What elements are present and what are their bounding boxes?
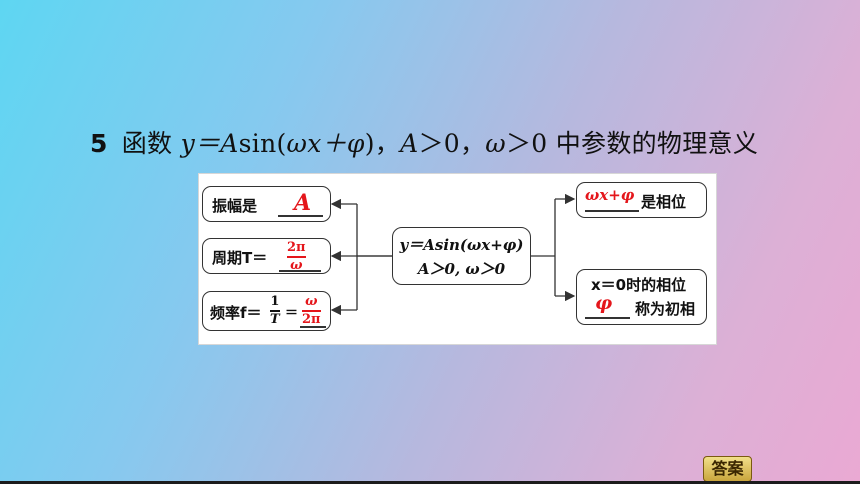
- initial-phase-line1: x＝0时的相位: [591, 276, 687, 294]
- title-cond-w-rest: ＞0: [505, 129, 556, 158]
- bottom-border: [0, 481, 860, 484]
- initial-phase-box: x＝0时的相位 φ 称为初相: [576, 269, 707, 325]
- slide-title: 5 函数 y＝Asin(ωx＋φ)，A＞0，ω＞0 中参数的物理意义: [90, 124, 758, 160]
- period-answer-denominator: ω: [290, 257, 303, 273]
- frequency-fraction-numerator: 1: [270, 294, 280, 309]
- amplitude-blank: [278, 215, 323, 217]
- title-formula-inner: ωx＋φ: [286, 129, 365, 158]
- title-formula-close: )，: [364, 129, 401, 158]
- title-formula-pre: y＝A: [180, 129, 239, 158]
- period-box: 周期T＝ 2π ω: [202, 238, 331, 274]
- initial-phase-label: 称为初相: [635, 300, 696, 318]
- frequency-label: 频率f＝: [210, 304, 262, 322]
- amplitude-box: 振幅是 A: [202, 186, 331, 222]
- period-answer: 2π ω: [287, 241, 306, 273]
- title-cond-a: A: [400, 129, 419, 158]
- amplitude-label: 振幅是: [212, 197, 258, 215]
- center-function-box: y＝Asin(ωx+φ) A＞0, ω＞0: [392, 227, 531, 285]
- center-function-formula: y＝Asin(ωx+φ): [399, 236, 524, 254]
- title-lead: 函数: [121, 129, 181, 158]
- title-formula-sin: sin(: [238, 129, 287, 158]
- period-blank: [279, 270, 321, 272]
- frequency-formula-fraction: 1 T: [270, 295, 280, 327]
- period-label: 周期T＝: [212, 249, 268, 267]
- title-tail: 中参数的物理意义: [555, 129, 759, 158]
- phase-blank: [585, 210, 639, 212]
- answer-button[interactable]: 答案: [703, 456, 752, 482]
- period-answer-numerator: 2π: [287, 240, 306, 255]
- amplitude-answer: A: [294, 190, 312, 216]
- frequency-answer: ω 2π: [302, 295, 321, 327]
- phase-answer: ωx+φ: [585, 186, 635, 204]
- connector-lines: [330, 193, 576, 316]
- frequency-answer-numerator: ω: [305, 294, 318, 309]
- frequency-answer-denominator: 2π: [302, 311, 321, 327]
- center-function-conditions: A＞0, ω＞0: [417, 260, 506, 278]
- diagram-panel: 振幅是 A 周期T＝ 2π ω 频率f＝ 1 T ＝ ω 2π y＝Asin(ω…: [198, 173, 717, 345]
- phase-box: ωx+φ 是相位: [576, 182, 707, 218]
- frequency-equals: ＝: [285, 306, 299, 321]
- frequency-fraction-denominator: T: [270, 311, 280, 327]
- initial-phase-blank: [585, 317, 630, 319]
- question-number: 5: [90, 129, 108, 158]
- phase-label: 是相位: [641, 193, 687, 211]
- initial-phase-answer: φ: [595, 292, 613, 314]
- frequency-blank: [300, 326, 326, 328]
- frequency-box: 频率f＝ 1 T ＝ ω 2π: [202, 291, 331, 331]
- title-cond-a-rest: ＞0，: [418, 129, 486, 158]
- title-cond-w: ω: [485, 129, 506, 158]
